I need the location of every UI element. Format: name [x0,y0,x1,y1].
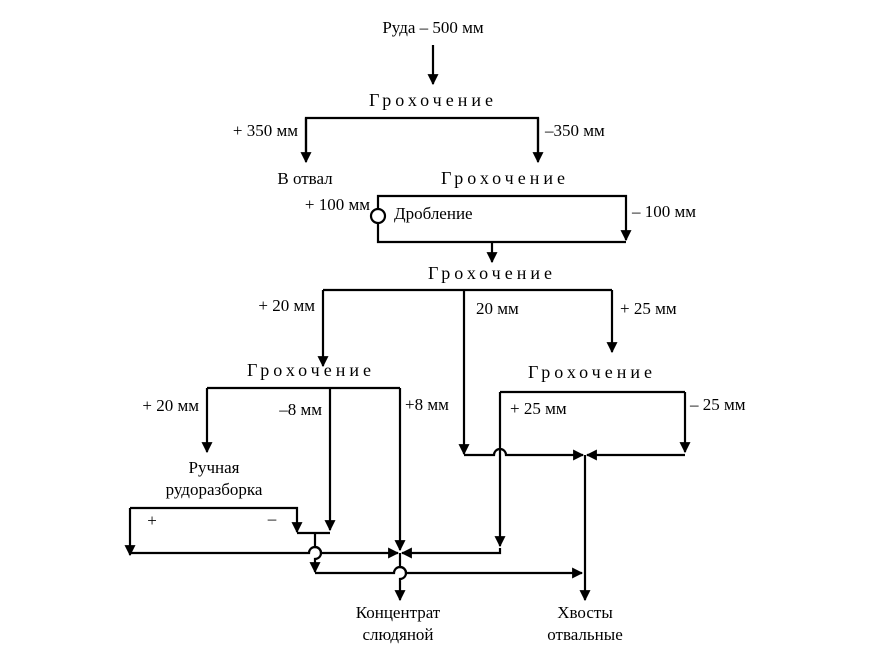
stage3-left-label: + 20 мм [258,296,315,315]
stage3-right-label: + 25 мм [620,299,677,318]
waste-dump-label: В отвал [277,169,333,188]
input-ore-label: Руда – 500 мм [382,18,484,37]
stage4-right-oversize-label: + 25 мм [510,399,567,418]
stage2-oversize-label: + 100 мм [305,195,370,214]
screening-2-label: Грохочение [441,168,569,188]
stage3-middle-label: 20 мм [476,299,519,318]
crusher-return-line [376,223,626,244]
screening-1-label: Грохочение [369,90,497,110]
line-fines-to-tailings [315,565,584,579]
line-to-concentrate-right [400,547,502,559]
crushing-label: Дробление [394,204,473,223]
arrow-concentrate [394,553,408,602]
stage2-undersize-label: – 100 мм [631,202,696,221]
sorting-box [130,506,303,534]
line-to-tailings-left [464,447,585,461]
screen1-bar [304,116,540,160]
sorting-minus-label: – [267,509,277,528]
tailings-label-line1: Хвосты [557,603,613,622]
tailings-label-line2: отвальные [547,625,623,644]
stage4-left-oversize-label: + 20 мм [142,396,199,415]
stage1-oversize-label: + 350 мм [233,121,298,140]
stage4-left-plus-label: +8 мм [405,395,449,414]
screen2-bar [376,194,632,242]
line-to-concentrate-left [130,545,400,559]
screening-4-right-label: Грохочение [528,362,656,382]
sorting-label-line1: Ручная [189,458,240,477]
concentrate-label-line1: Концентрат [356,603,441,622]
stage4-left-minus-label: –8 мм [278,400,322,419]
stage1-undersize-label: –350 мм [544,121,605,140]
concentrate-label-line2: слюдяной [362,625,433,644]
sorting-label-line2: рудоразборка [166,480,263,499]
screening-4-left-label: Грохочение [247,360,375,380]
sorting-plus-label: + [147,511,157,530]
crusher-icon [369,207,387,225]
stage4-right-undersize-label: – 25 мм [689,395,746,414]
screening-3-label: Грохочение [428,263,556,283]
flow-lines [124,45,691,602]
